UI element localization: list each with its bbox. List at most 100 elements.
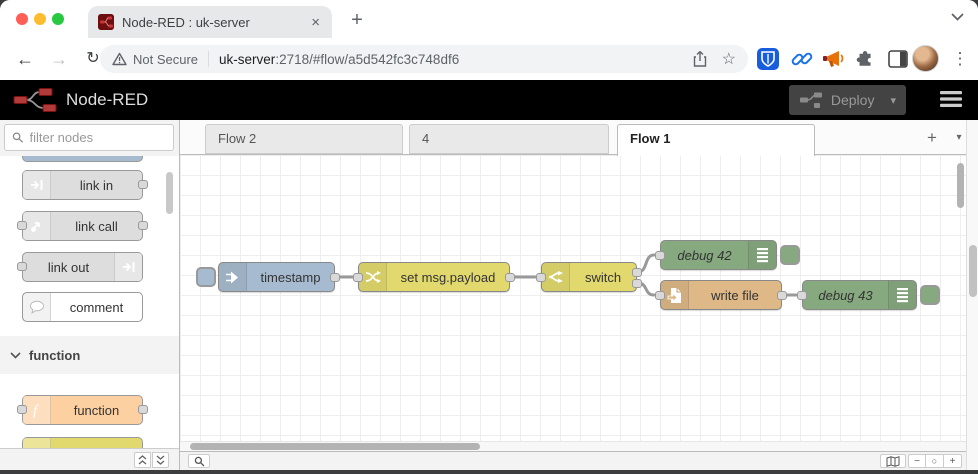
palette-node-partial-top[interactable] xyxy=(22,156,143,162)
node-output-port[interactable] xyxy=(138,221,148,230)
browser-tab[interactable]: Node-RED : uk-server × xyxy=(88,6,332,38)
tab-flow-4[interactable]: 4 xyxy=(409,124,609,154)
flow-node-debug-42[interactable]: debug 42 xyxy=(655,240,777,270)
browser-tab-title: Node-RED : uk-server xyxy=(122,14,250,30)
browser-toolbar: ← → ↻ Not Secure uk-server:2718/#flow/a5… xyxy=(0,38,978,80)
browser-menu-icon[interactable]: ⋮ xyxy=(951,49,969,68)
node-input-port[interactable] xyxy=(655,251,665,260)
canvas-horizontal-scrollbar-thumb[interactable] xyxy=(190,443,480,450)
flow-node-switch[interactable]: switch xyxy=(536,262,642,292)
address-bar[interactable]: Not Secure uk-server:2718/#flow/a5d542fc… xyxy=(100,45,748,73)
search-flows-button[interactable] xyxy=(188,454,210,468)
palette-node-label: link in xyxy=(79,177,114,193)
megaphone-extension-icon[interactable] xyxy=(822,47,846,71)
navigator-map-button[interactable] xyxy=(880,454,906,468)
page-scrollbar-thumb[interactable] xyxy=(969,245,977,297)
zoom-reset-button[interactable]: ○ xyxy=(926,454,944,468)
node-output-port[interactable] xyxy=(330,273,340,282)
inject-trigger-button[interactable] xyxy=(196,267,216,287)
flow-tab-bar: Flow 2 4 Flow 1 + ▾ xyxy=(180,120,966,156)
node-input-port[interactable] xyxy=(17,262,27,271)
node-input-port[interactable] xyxy=(655,291,665,300)
zoom-out-button[interactable]: − xyxy=(908,454,926,468)
palette-filter-box[interactable] xyxy=(4,124,174,151)
sidebar-toggle-icon[interactable] xyxy=(886,47,910,71)
profile-avatar[interactable] xyxy=(912,45,939,72)
palette-category-function[interactable]: function xyxy=(0,336,179,374)
link-call-icon xyxy=(23,212,51,240)
inject-icon xyxy=(219,263,247,291)
tab-flow-1[interactable]: Flow 1 xyxy=(617,124,815,156)
node-red-header: Node-RED Deploy ▾ xyxy=(0,80,978,120)
deploy-button[interactable]: Deploy ▾ xyxy=(788,85,906,115)
back-button[interactable]: ← xyxy=(16,49,34,69)
tab-flow-2[interactable]: Flow 2 xyxy=(205,124,403,154)
flow-node-timestamp[interactable]: timestamp xyxy=(218,262,340,292)
node-input-port[interactable] xyxy=(17,221,27,230)
palette-node-link-in[interactable]: link in xyxy=(22,170,148,200)
omnibox-divider xyxy=(208,51,210,67)
bookmark-star-icon[interactable]: ☆ xyxy=(721,51,736,68)
palette-node-label: comment xyxy=(69,299,124,315)
add-flow-button[interactable]: + xyxy=(927,128,937,147)
main-menu-hamburger-icon[interactable] xyxy=(938,87,964,111)
chevron-down-icon xyxy=(10,351,21,359)
share-icon[interactable] xyxy=(692,50,708,68)
link-in-icon xyxy=(23,171,51,199)
flow-node-set-msg-payload[interactable]: set msg.payload xyxy=(353,262,515,292)
canvas-vertical-scrollbar-thumb[interactable] xyxy=(957,163,964,208)
url-path: :2718/#flow/a5d542fc3c748df6 xyxy=(275,51,460,67)
deploy-caret-icon[interactable]: ▾ xyxy=(890,94,896,107)
palette-scrollbar-thumb[interactable] xyxy=(166,172,173,214)
main-area: link in link call link out xyxy=(0,120,978,470)
window-zoom-button[interactable] xyxy=(52,13,64,25)
node-output-port-1[interactable] xyxy=(632,268,642,277)
bitwarden-extension-icon[interactable] xyxy=(756,47,780,71)
link-extension-icon[interactable] xyxy=(790,47,814,71)
reload-button[interactable]: ↻ xyxy=(86,50,100,67)
node-input-port[interactable] xyxy=(353,273,363,282)
palette-node-function[interactable]: f function xyxy=(17,395,148,425)
palette-node-comment[interactable]: comment xyxy=(22,292,143,322)
workspace-footer: − ○ + xyxy=(180,451,966,470)
palette-node-partial-switch[interactable] xyxy=(22,437,143,448)
node-label: debug 42 xyxy=(677,247,732,263)
deploy-icon xyxy=(799,92,822,108)
new-tab-button[interactable]: + xyxy=(351,9,363,31)
search-icon xyxy=(12,132,24,143)
filter-nodes-input[interactable] xyxy=(29,130,166,145)
window-close-button[interactable] xyxy=(16,13,28,25)
palette-node-link-out[interactable]: link out xyxy=(17,252,143,282)
window-minimize-button[interactable] xyxy=(34,13,46,25)
flow-tab-label: 4 xyxy=(422,131,430,146)
flow-list-caret-icon[interactable]: ▾ xyxy=(956,132,962,143)
node-output-port[interactable] xyxy=(138,405,148,414)
node-output-port[interactable] xyxy=(138,180,148,189)
debug-43-toggle-button[interactable] xyxy=(920,285,940,305)
deploy-label: Deploy xyxy=(830,92,875,108)
expand-all-categories-button[interactable] xyxy=(152,452,169,468)
tab-search-chevron-icon[interactable] xyxy=(951,13,964,21)
debug-icon xyxy=(748,241,776,269)
node-output-port[interactable] xyxy=(777,291,787,300)
flow-node-write-file[interactable]: write file xyxy=(655,280,787,310)
forward-button[interactable]: → xyxy=(50,49,68,69)
extensions-puzzle-icon[interactable] xyxy=(854,47,878,71)
node-input-port[interactable] xyxy=(17,405,27,414)
flow-canvas[interactable]: timestamp set msg.payload switch xyxy=(180,155,966,451)
debug-42-toggle-button[interactable] xyxy=(780,245,800,265)
page-scrollbar xyxy=(966,120,978,470)
node-input-port[interactable] xyxy=(797,291,807,300)
collapse-all-categories-button[interactable] xyxy=(134,452,151,468)
tab-close-icon[interactable]: × xyxy=(311,13,320,31)
palette-category-label: function xyxy=(29,347,81,363)
flow-node-debug-43[interactable]: debug 43 xyxy=(797,280,917,310)
palette-node-link-call[interactable]: link call xyxy=(17,211,148,241)
node-label: timestamp xyxy=(260,269,321,285)
zoom-in-button[interactable]: + xyxy=(944,454,962,468)
node-output-port-2[interactable] xyxy=(632,279,642,288)
file-icon xyxy=(661,281,689,309)
node-output-port[interactable] xyxy=(505,273,515,282)
flow-tab-label: Flow 2 xyxy=(218,131,257,146)
node-input-port[interactable] xyxy=(536,273,546,282)
